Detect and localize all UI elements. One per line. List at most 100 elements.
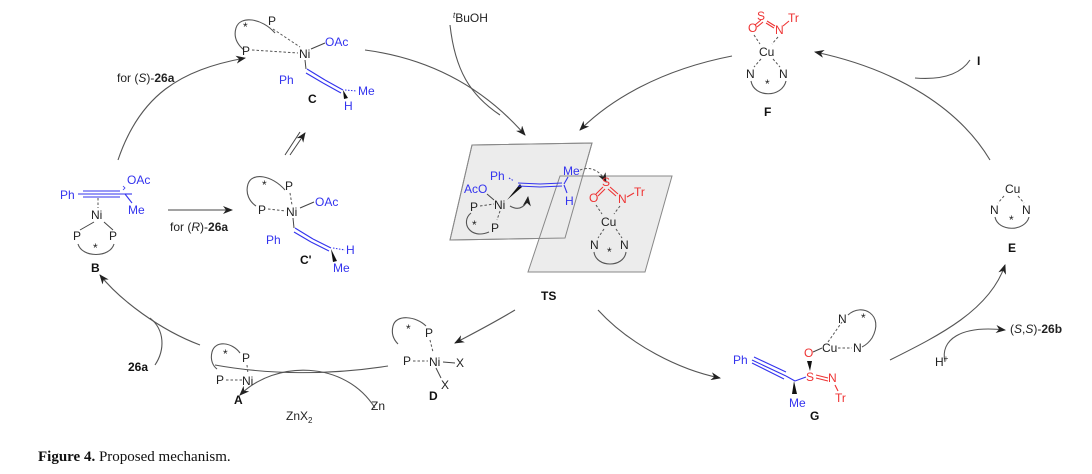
phosphorus-atom: P — [216, 373, 224, 387]
species-label-a: A — [234, 393, 243, 407]
copper-atom: Cu — [601, 215, 616, 229]
phosphorus-atom: P — [73, 229, 81, 243]
phosphorus-atom: P — [268, 14, 276, 28]
halide-x: X — [456, 356, 464, 370]
chiral-star: * — [607, 245, 612, 259]
arrow-c-to-ts — [364, 49, 526, 136]
proton-reagent: H+ — [935, 354, 949, 369]
product-label: (S,S)-26b — [1010, 322, 1062, 336]
phosphorus-atom: P — [403, 354, 411, 368]
nitrogen-atom: N — [620, 238, 629, 252]
nickel-atom: Ni — [299, 47, 310, 61]
phosphorus-atom: P — [242, 351, 250, 365]
phosphorus-atom: P — [242, 44, 250, 58]
acetate-group: OAc — [325, 35, 348, 49]
chiral-star: * — [223, 347, 228, 361]
arrow-a-to-b — [99, 274, 201, 346]
arrow-d-to-a — [214, 364, 389, 374]
arrow-ts-to-g — [597, 309, 721, 381]
arrow-b-to-c — [117, 55, 246, 161]
nickel-atom: Ni — [91, 208, 102, 222]
nitrogen-atom: N — [746, 67, 755, 81]
species-label-f: F — [764, 105, 771, 119]
oxygen-atom: O — [804, 346, 813, 360]
chiral-star: * — [243, 20, 248, 34]
phosphorus-atom: P — [425, 326, 433, 340]
acetate-group: AcO — [464, 182, 487, 196]
species-label-g: G — [810, 409, 819, 423]
phenyl-group: Ph — [60, 188, 75, 202]
methyl-group: Me — [789, 396, 806, 410]
species-a: * P P Ni A — [210, 343, 253, 407]
tbuoh-reagent: tBuOH — [453, 11, 488, 25]
hydrogen-atom: H — [565, 194, 574, 208]
species-g: Ph Me S O N Tr Cu N N * G — [733, 309, 877, 423]
copper-atom: Cu — [822, 341, 837, 355]
arrow-g-to-e — [889, 264, 1006, 361]
arrow-f-to-ts — [579, 55, 733, 131]
equilibrium-c-cprime-down — [284, 131, 301, 156]
arrow-ts-to-d — [454, 309, 516, 344]
trityl-group: Tr — [788, 11, 799, 25]
nitrogen-atom: N — [1022, 203, 1031, 217]
species-label-b: B — [91, 261, 100, 275]
methyl-group: Me — [358, 84, 375, 98]
phosphorus-atom: P — [258, 203, 266, 217]
oxygen-atom: O — [748, 21, 757, 35]
species-e: Cu N N * E — [990, 182, 1031, 255]
species-label-c: C — [308, 92, 317, 106]
nitrogen-atom: N — [590, 238, 599, 252]
for-r-26a-label: for (R)-26a — [170, 220, 228, 234]
species-c: * P P Ni OAc Ph Me H C — [234, 14, 375, 113]
arrow-zn-to-znx2 — [239, 369, 376, 409]
arrow-tbuoh-in — [449, 24, 501, 116]
sulfur-atom: S — [757, 9, 765, 23]
acetate-group: OAc — [315, 195, 338, 209]
sulfur-atom: S — [602, 175, 610, 189]
acetate-group: OAc — [127, 173, 150, 187]
species-label-c-prime: C' — [300, 253, 312, 267]
phenyl-group: Ph — [490, 169, 505, 183]
methyl-group: Me — [563, 164, 580, 178]
nickel-atom: Ni — [494, 198, 505, 212]
hydrogen-atom: H — [344, 99, 353, 113]
ni-cycle-arrows — [99, 24, 526, 409]
chiral-star: * — [861, 311, 866, 325]
nitrogen-atom: N — [775, 23, 784, 37]
nickel-atom: Ni — [429, 355, 440, 369]
species-b: Ph OAc Me Ni P P * B — [60, 173, 150, 275]
arrow-I-in — [914, 59, 971, 79]
nickel-atom: Ni — [286, 205, 297, 219]
methyl-group: Me — [128, 203, 145, 217]
phosphorus-atom: P — [109, 229, 117, 243]
for-s-26a-label: for (S)-26a — [117, 71, 175, 85]
cu-plane — [527, 175, 673, 273]
phenyl-group: Ph — [733, 353, 748, 367]
nitrogen-atom: N — [853, 341, 862, 355]
cu-cycle-arrows — [579, 49, 1006, 381]
arrow-h-to-product — [943, 325, 1006, 363]
phosphorus-atom: P — [470, 200, 478, 214]
znx2-byproduct: ZnX2 — [286, 409, 313, 425]
species-label-e: E — [1008, 241, 1016, 255]
transition-state: AcO Ph Ni Me H P P * O S N Tr Cu — [449, 142, 673, 303]
trityl-group: Tr — [634, 185, 645, 199]
chiral-star: * — [93, 241, 98, 255]
substrate-26a: 26a — [128, 360, 148, 374]
phosphorus-atom: P — [285, 179, 293, 193]
arrow-e-to-f — [814, 49, 991, 161]
chiral-star: * — [406, 322, 411, 336]
arrow-26a-in — [149, 317, 163, 366]
chiral-star: * — [1009, 213, 1014, 227]
species-c-prime: * P P Ni OAc Ph H Me C' — [246, 176, 355, 275]
halide-x: X — [441, 378, 449, 392]
nickel-atom: Ni — [242, 374, 253, 388]
species-d: * P P Ni X X D — [391, 317, 464, 403]
nitrogen-atom: N — [618, 192, 627, 206]
figure-caption: Figure 4. Proposed mechanism. — [38, 449, 231, 465]
methyl-group: Me — [333, 261, 350, 275]
sulfur-atom: S — [806, 370, 814, 384]
nitrogen-atom: N — [828, 371, 837, 385]
chiral-star: * — [765, 77, 770, 91]
